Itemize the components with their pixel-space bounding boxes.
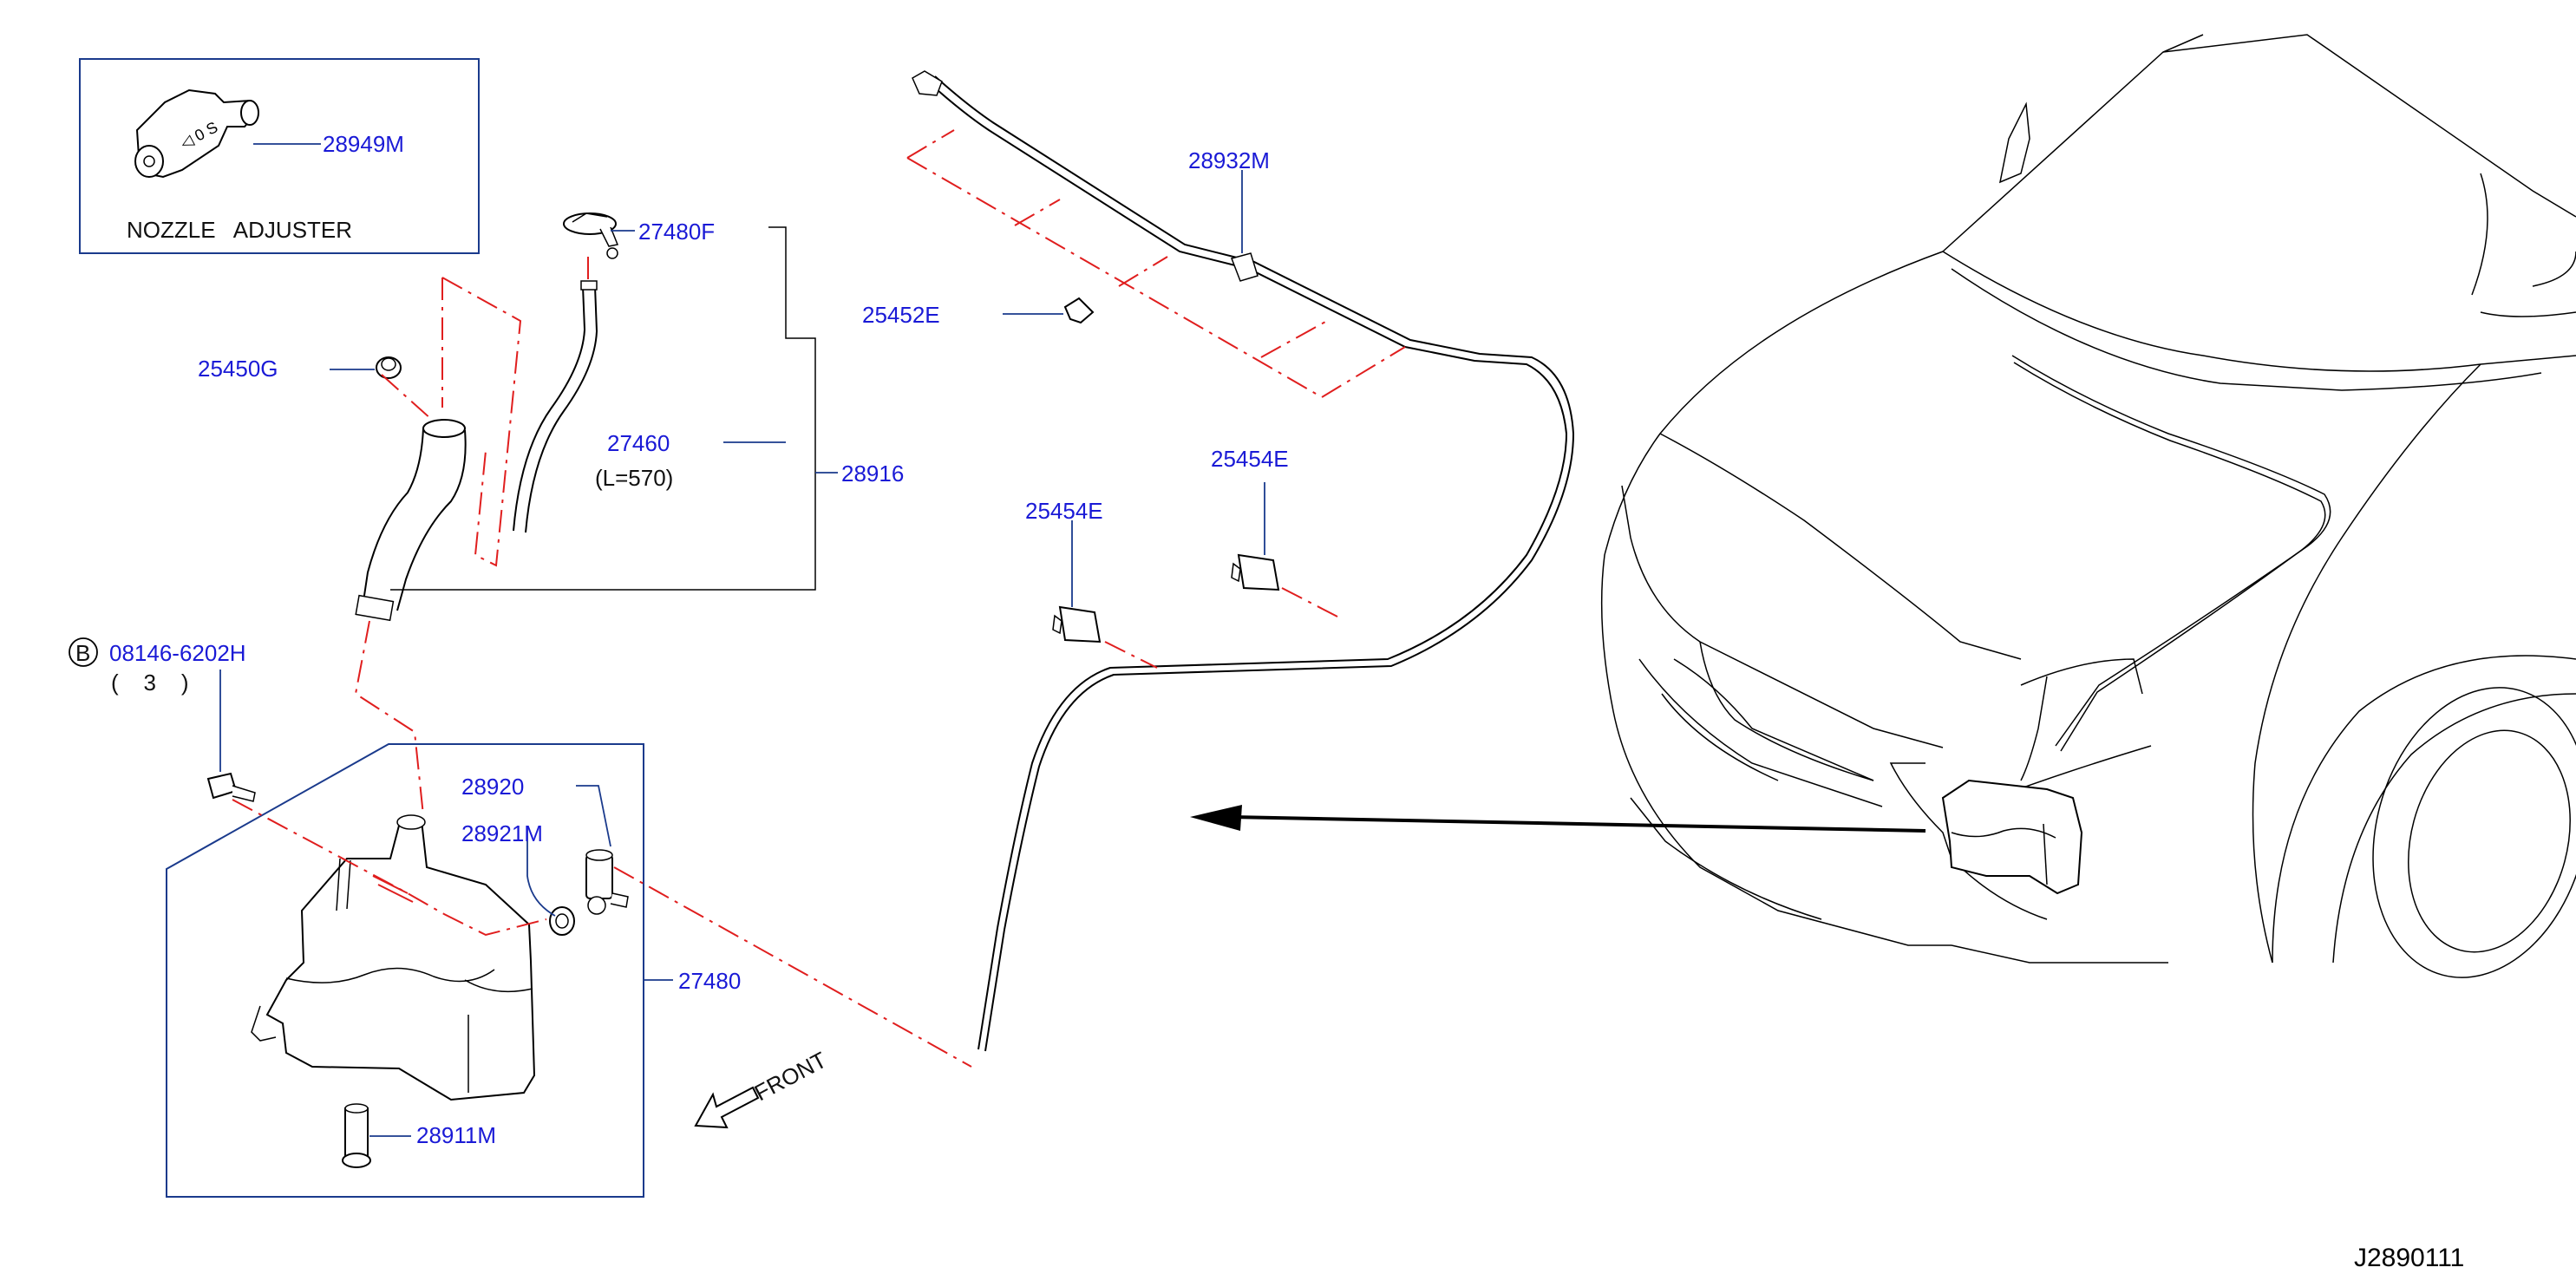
clip-25454E-b [1231,553,1280,591]
washer-tank-27480 [251,814,536,1101]
part-number-25450G: 25450G [198,356,278,382]
part-number-28911M: 28911M [416,1122,496,1148]
part-number-28920: 28920 [461,774,524,800]
phantom-line-neck-tank [354,620,424,816]
diagram-id: J2890111 [2354,1244,2464,1272]
front-arrow-icon [694,1086,760,1129]
part-number-bolt: 08146-6202H [109,640,246,666]
part-number-28932M: 28932M [1188,147,1270,173]
phantom-line-clip [381,374,433,421]
bolt-symbol-circle [69,637,98,667]
bolt-quantity: ( 3 ) [111,670,189,696]
clip-25450G [376,356,402,379]
part-number-25452E: 25452E [862,302,940,328]
nozzle-adjuster-inset: ◁ 0 S 28949M NOZZLE ADJUSTER [79,58,480,254]
filler-neck [355,419,467,622]
bracket-28916 [390,226,816,591]
filler-cap-27480F [563,212,619,259]
phantom-line-clip-b [1281,587,1340,618]
part-number-28949M: 28949M [323,131,404,157]
vehicle-illustration [1600,34,2576,978]
clip-25454E-a [1052,605,1102,644]
part-number-25454E-a: 25454E [1025,498,1103,524]
grommet-28921M [549,906,575,936]
location-arrow [1190,805,1926,833]
inset-frame [79,58,480,254]
pump-28920 [585,849,629,915]
part-number-27480F: 27480F [638,219,715,245]
level-sensor-28911M [342,1103,371,1168]
part-number-27480: 27480 [678,968,741,994]
leader-28921M [526,827,556,917]
tank-frame [166,743,644,1198]
vehicle-washer-tank [1941,779,2083,895]
phantom-line-clip-a [1104,641,1158,669]
phantom-line-bolt [232,799,547,937]
leader-28920 [576,785,611,847]
clip-25452E [1063,297,1095,324]
part-number-28916: 28916 [841,461,904,487]
washer-hose-28932M [912,70,1575,1052]
phantom-line-neck [441,277,522,567]
bolt-symbol: B [75,640,90,666]
front-label: FRONT [750,1047,831,1107]
vehicle-washer-hose [2011,355,2331,781]
inset-title: NOZZLE ADJUSTER [127,217,352,243]
bolt-08146-6202H [206,772,256,802]
part-number-28921M: 28921M [461,820,543,846]
hose-length: (L=570) [595,465,673,491]
part-number-27460: 27460 [607,430,670,456]
phantom-line-hose [906,129,1406,399]
nozzle-adjuster-icon: ◁ 0 S [134,88,259,179]
hose-27460 [513,280,598,533]
phantom-line-pump-hose [613,866,972,1068]
part-number-25454E-b: 25454E [1211,446,1289,472]
